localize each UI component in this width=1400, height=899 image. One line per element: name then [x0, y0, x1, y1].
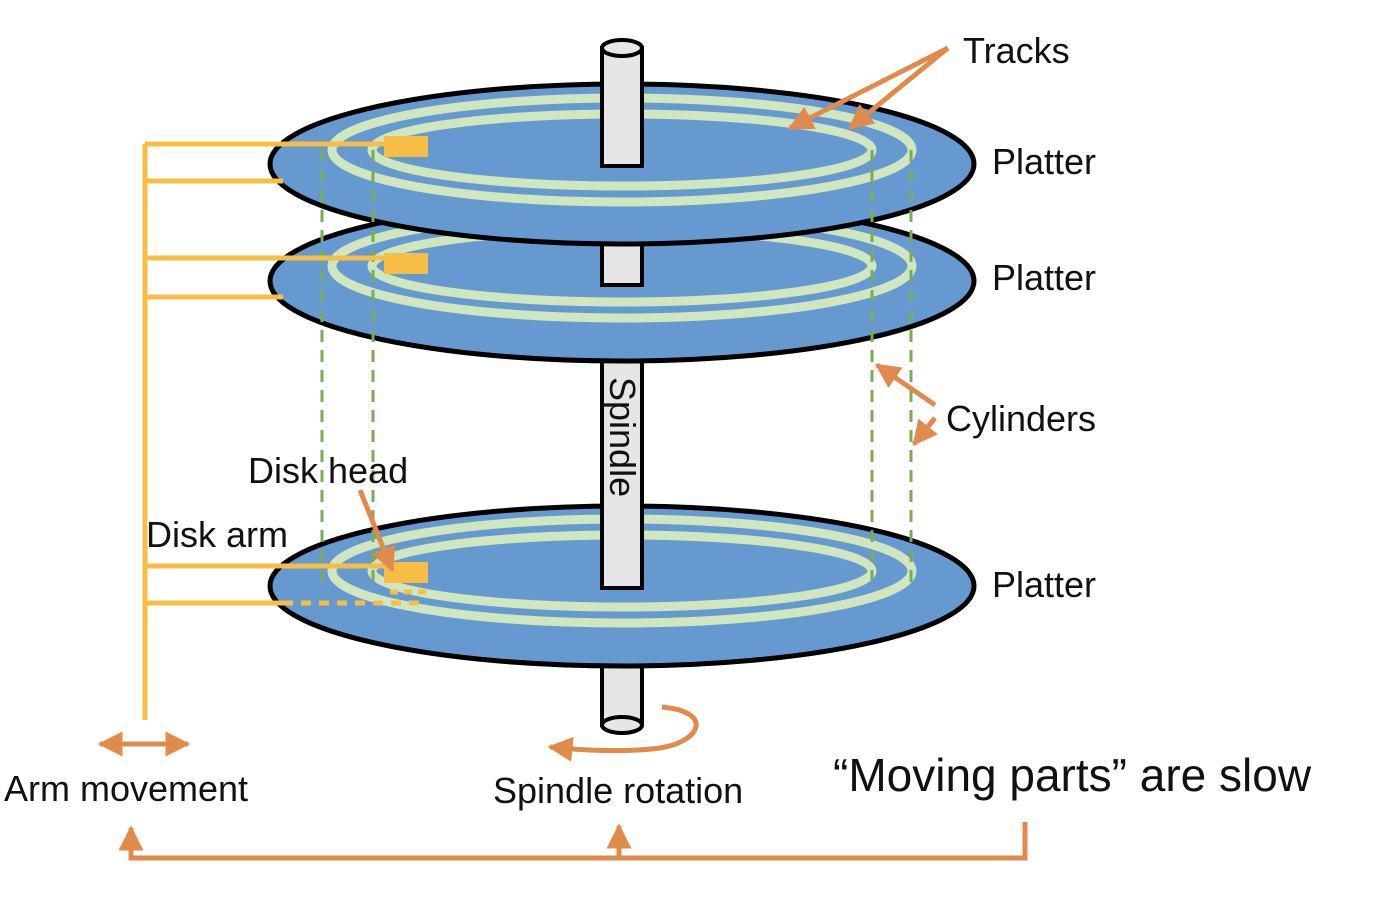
label-platter-bottom: Platter	[992, 564, 1096, 605]
disk-head-arrow	[357, 489, 396, 573]
label-cylinders: Cylinders	[946, 398, 1096, 439]
label-disk-head: Disk head	[248, 450, 408, 491]
cylinders-arrow-2	[912, 416, 938, 446]
spindle-shaft	[600, 328, 644, 590]
disk-head-top	[384, 136, 428, 157]
spindle-rotation-arrow	[547, 704, 699, 762]
label-arm-movement: Arm movement	[4, 768, 248, 809]
disk-arm-assembly	[142, 141, 428, 720]
label-platter-top: Platter	[992, 141, 1096, 182]
disk-head-middle	[384, 253, 428, 274]
label-tracks: Tracks	[963, 30, 1070, 71]
label-spindle: Spindle	[602, 377, 643, 497]
spindle-top	[600, 38, 644, 168]
label-platter-middle: Platter	[992, 257, 1096, 298]
callout-arrows	[97, 45, 1028, 861]
moving-parts-connector	[118, 822, 1028, 861]
cylinder-guides	[320, 150, 913, 585]
tracks-arrow-2	[848, 46, 950, 130]
tracks-arrow-1	[787, 45, 950, 131]
cylinders-arrow-1	[874, 362, 937, 408]
label-spindle-rotation: Spindle rotation	[493, 770, 743, 811]
label-disk-arm: Disk arm	[146, 514, 288, 555]
label-moving-parts: “Moving parts” are slow	[833, 749, 1312, 801]
